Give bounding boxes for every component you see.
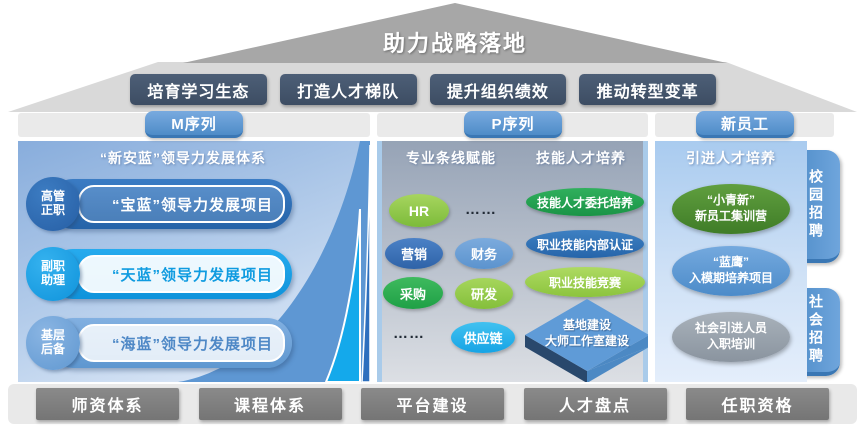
oval-xiaoqingxin-bootcamp: “小青新” 新员工集训营 <box>672 184 790 234</box>
oval-line-2: 新员工集训营 <box>694 209 767 223</box>
leadership-row-executive: “宝蓝”领导力发展项目 高管 正职 <box>26 177 292 231</box>
tab-p-series: P序列 <box>464 111 562 138</box>
strategy-box-talent-pipeline: 打造人才梯队 <box>279 74 417 105</box>
oval-line-1: 社会引进人员 <box>694 321 767 336</box>
p-panel-right-title: 技能人才培养 <box>536 150 626 166</box>
badge-line-1: 副职 <box>40 259 65 274</box>
n-panel-title: 引进人才培养 <box>686 150 776 166</box>
oval-line-1: “蓝鹰” <box>712 255 749 270</box>
panel-new-employee-training: 引进人才培养 “小青新” 新员工集训营 “蓝鹰” 入模期培养项目 社会引进人员 … <box>655 141 807 382</box>
ellipsis-dots: …… <box>393 325 425 342</box>
rhombus-3d-shape <box>525 299 648 382</box>
panel-edge-left <box>377 141 382 382</box>
strategy-row: 培育学习生态 打造人才梯队 提升组织绩效 推动转型变革 <box>130 74 716 105</box>
tab-new-employee: 新员工 <box>696 111 794 138</box>
skill-oval-entrusted-training: 技能人才委托培养 <box>526 188 644 216</box>
base-line-2: 大师工作室建设 <box>544 334 629 349</box>
foundation-band: 师资体系 课程体系 平台建设 人才盘点 任职资格 <box>8 384 857 424</box>
badge-line-2: 后备 <box>40 342 65 356</box>
oval-lanying-onboarding-program: “蓝鹰” 入模期培养项目 <box>672 246 790 296</box>
foundation-box-faculty-system: 师资体系 <box>36 388 179 420</box>
function-oval-rd: 研发 <box>455 278 513 309</box>
swoosh-curve-graphic <box>178 141 370 382</box>
panel-leadership-m-series: “新安蓝”领导力发展体系 “宝蓝”领导力发展项目 高管 正职 “天蓝”领导力发展… <box>18 141 370 382</box>
oval-line-2: 入职培训 <box>706 337 755 351</box>
function-oval-hr: HR <box>389 194 449 227</box>
foundation-box-platform-building: 平台建设 <box>361 388 504 420</box>
oval-line-2: 入模期培养项目 <box>688 271 773 285</box>
skill-oval-competition: 职业技能竞赛 <box>525 267 645 297</box>
badge-line-1: 高管 <box>40 189 65 204</box>
leadership-bar: “海蓝”领导力发展项目 <box>48 318 292 368</box>
function-oval-marketing: 营销 <box>385 238 443 269</box>
function-oval-finance: 财务 <box>455 238 513 269</box>
leadership-row-grassroots: “海蓝”领导力发展项目 基层 后备 <box>26 316 292 370</box>
leadership-bar: “宝蓝”领导力发展项目 <box>48 179 292 229</box>
panel-edge-right <box>643 141 648 382</box>
badge-line-1: 基层 <box>40 328 65 343</box>
base-line-1: 基地建设 <box>562 318 611 332</box>
strategy-box-learning-ecosystem: 培育学习生态 <box>130 74 267 105</box>
function-oval-supply-chain: 供应链 <box>451 322 515 353</box>
oval-line-1: “小青新” <box>706 193 755 208</box>
level-badge-deputy: 副职 助理 <box>26 247 80 301</box>
badge-line-2: 助理 <box>40 273 65 287</box>
function-oval-procurement: 采购 <box>383 277 443 309</box>
badge-line-2: 正职 <box>40 203 65 217</box>
leadership-project-label: “宝蓝”领导力发展项目 <box>78 185 285 223</box>
level-badge-executive: 高管 正职 <box>26 177 80 231</box>
page-title: 助力战略落地 <box>382 31 527 56</box>
m-panel-title: “新安蓝”领导力发展体系 <box>100 150 266 166</box>
tab-m-series: M序列 <box>145 111 243 138</box>
foundation-box-job-qualification: 任职资格 <box>686 388 829 420</box>
leadership-bar: “天蓝”领导力发展项目 <box>48 249 292 299</box>
p-panel-left-title: 专业条线赋能 <box>406 150 496 166</box>
leadership-project-label: “天蓝”领导力发展项目 <box>78 255 285 293</box>
base-construction-label: 基地建设 大师工作室建设 <box>523 317 648 349</box>
panel-professional-p-series: 专业条线赋能 技能人才培养 HR …… 营销 财务 采购 研发 供应链 …… 技… <box>377 141 648 382</box>
base-construction-rhombus: 基地建设 大师工作室建设 <box>523 299 648 382</box>
ellipsis-dots: …… <box>465 201 497 218</box>
foundation-box-course-system: 课程体系 <box>198 388 342 420</box>
strategy-box-transformation: 推动转型变革 <box>579 74 716 105</box>
leadership-row-deputy: “天蓝”领导力发展项目 副职 助理 <box>26 247 292 301</box>
oval-social-hire-induction: 社会引进人员 入职培训 <box>672 312 790 362</box>
level-badge-grassroots: 基层 后备 <box>26 316 80 370</box>
strategy-box-org-performance: 提升组织绩效 <box>429 74 567 105</box>
leadership-project-label: “海蓝”领导力发展项目 <box>78 324 285 362</box>
foundation-box-talent-review: 人才盘点 <box>523 388 667 420</box>
skill-oval-internal-certification: 职业技能内部认证 <box>526 230 644 258</box>
